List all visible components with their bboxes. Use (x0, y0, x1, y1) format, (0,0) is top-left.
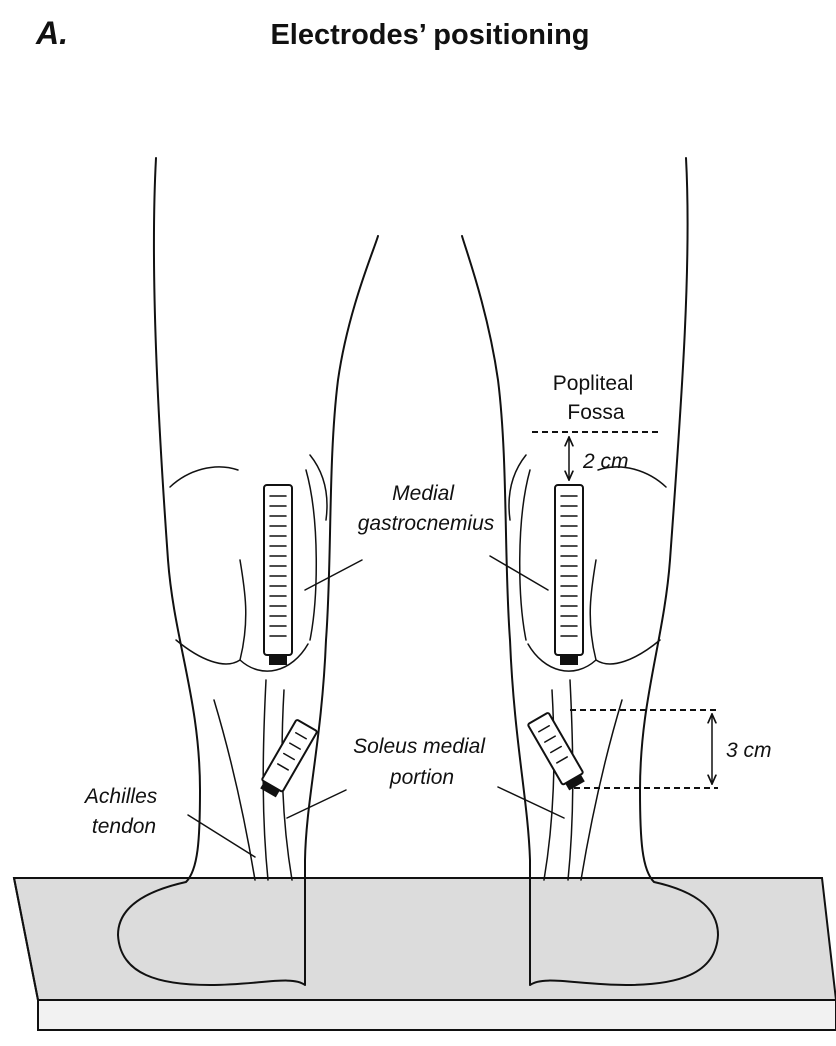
distance-3cm-label: 3 cm (726, 739, 772, 762)
soleus-leader-right (498, 787, 564, 818)
right-gastrocnemius-electrode (555, 485, 583, 665)
soleus-label-line1: Soleus medial (353, 735, 486, 758)
medial-label-line1: Medial (392, 482, 455, 505)
soleus-leader-left (287, 790, 346, 818)
achilles-tendon-label: Achilles tendon (83, 785, 163, 838)
figure-title: Electrodes’ positioning (270, 19, 589, 51)
popliteal-label-line2: Fossa (567, 401, 625, 424)
soleus-medial-portion-label: Soleus medial portion (353, 735, 491, 789)
popliteal-label-line1: Popliteal (553, 372, 634, 395)
popliteal-fossa-label: Popliteal Fossa (553, 372, 639, 424)
medial-gastrocnemius-label: Medial gastrocnemius (358, 482, 495, 535)
right-soleus-electrode (528, 712, 588, 792)
achilles-label-line1: Achilles (83, 785, 158, 808)
distance-2cm-label: 2 cm (582, 450, 629, 473)
panel-label: A. (35, 15, 68, 51)
left-gastrocnemius-electrode (264, 485, 292, 665)
left-soleus-electrode (258, 719, 318, 799)
achilles-label-line2: tendon (92, 815, 156, 838)
medial-gastrocnemius-leader-left (305, 560, 362, 590)
soleus-label-line2: portion (389, 766, 454, 789)
medial-label-line2: gastrocnemius (358, 512, 495, 535)
right-leg (462, 158, 718, 985)
